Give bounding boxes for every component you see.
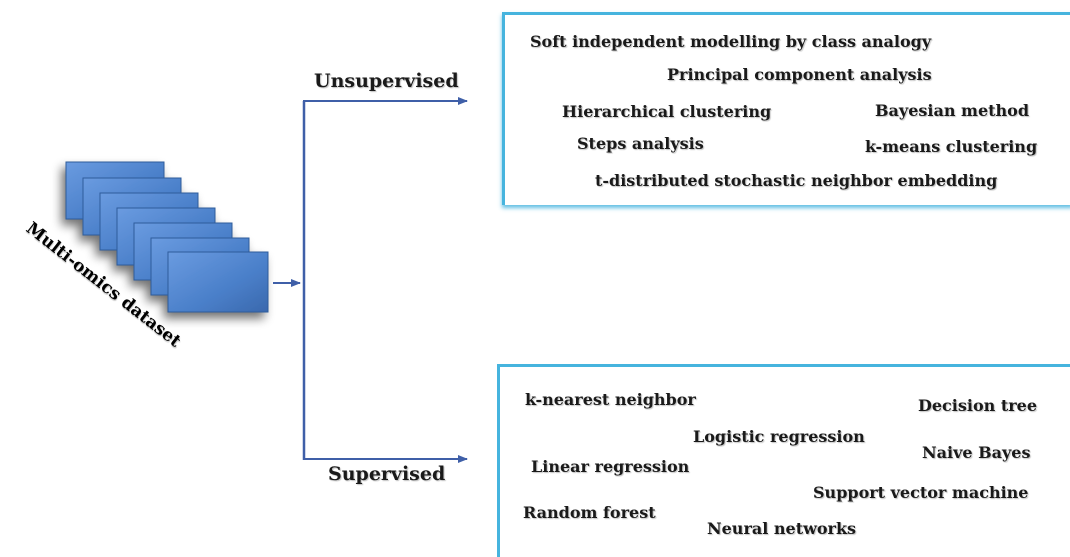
method-neural-networks: Neural networks xyxy=(707,519,857,538)
method-hierarchical-clustering: Hierarchical clustering xyxy=(562,102,772,121)
method-linear-regression: Linear regression xyxy=(531,457,690,476)
method-steps-analysis: Steps analysis xyxy=(577,134,704,153)
method-decision-tree: Decision tree xyxy=(918,396,1038,415)
supervised-label: Supervised xyxy=(328,463,446,485)
dataset-stack xyxy=(65,161,269,313)
method-knn: k-nearest neighbor xyxy=(525,390,696,409)
method-logistic-regression: Logistic regression xyxy=(693,427,865,446)
unsupervised-label: Unsupervised xyxy=(314,70,459,92)
method-tsne: t-distributed stochastic neighbor embedd… xyxy=(595,171,998,190)
method-random-forest: Random forest xyxy=(523,503,656,522)
supervised-methods-box xyxy=(497,364,1070,557)
method-simca: Soft independent modelling by class anal… xyxy=(530,32,932,51)
method-k-means: k-means clustering xyxy=(865,137,1038,156)
method-bayesian: Bayesian method xyxy=(875,101,1030,120)
method-svm: Support vector machine xyxy=(813,483,1029,502)
method-pca: Principal component analysis xyxy=(667,65,932,84)
unsupervised-methods-box xyxy=(502,12,1070,205)
dataset-layer xyxy=(167,251,269,313)
method-naive-bayes: Naive Bayes xyxy=(922,443,1031,462)
